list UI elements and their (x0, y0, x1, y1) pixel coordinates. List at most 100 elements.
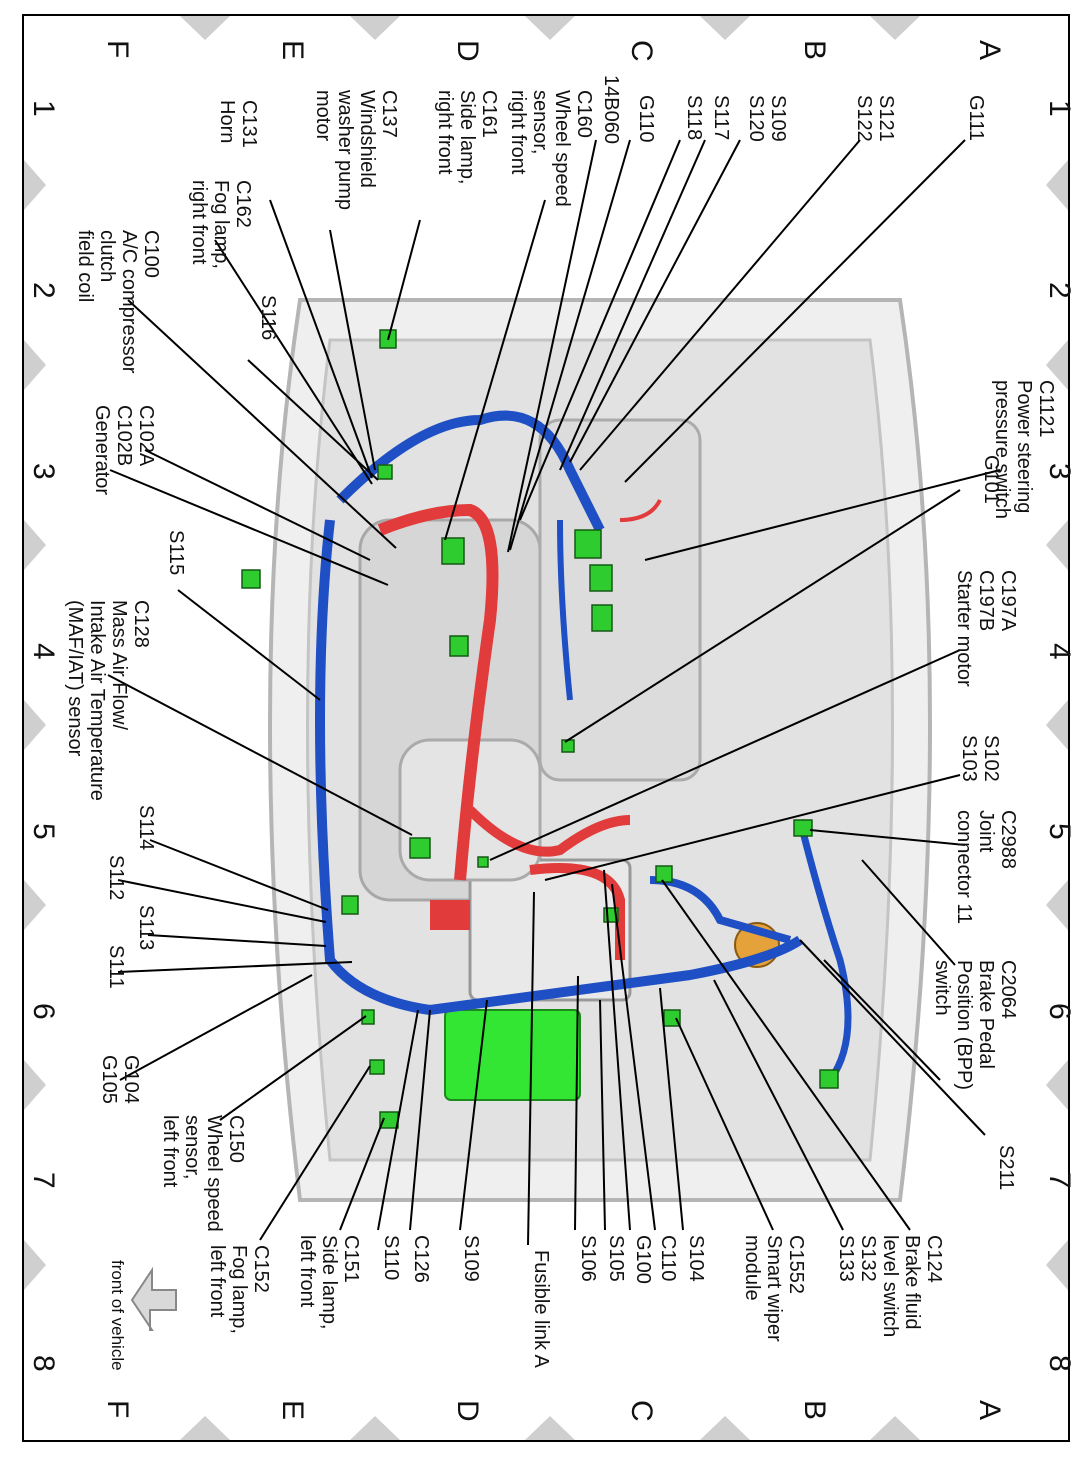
label-c150-line4: left front (159, 1115, 181, 1188)
grid-col-8-right: 8 (1043, 1355, 1076, 1372)
grid-row-e-bottom: E (276, 1400, 309, 1420)
label-s102: S102 (980, 735, 1002, 782)
label-c102b: C102B (113, 405, 135, 466)
grid-row-d-top: D (451, 40, 484, 62)
label-c152-line2: Fog lamp, (228, 1245, 250, 1334)
label-c161-line3: right front (434, 90, 456, 175)
grid-col-2-right: 2 (1043, 282, 1076, 299)
label-c1121-line2: Power steering (1013, 380, 1035, 513)
label-s105: S105 (605, 1235, 627, 1282)
label-c151: C151 (340, 1235, 362, 1283)
label-s106: S106 (577, 1235, 599, 1282)
grid-col-1-right: 1 (1043, 100, 1076, 117)
grid-row-c-bottom: C (625, 1400, 658, 1422)
label-c124: C124 (923, 1235, 945, 1283)
label-c151-line3: left front (296, 1235, 318, 1308)
leader-lines (107, 139, 1001, 1246)
label-c151-line2: Side lamp, (318, 1235, 340, 1330)
label-c197-starter: Starter motor (953, 570, 975, 687)
label-s112: S112 (105, 855, 127, 900)
battery (444, 1009, 581, 1101)
label-s109-bottom: S109 (460, 1235, 482, 1282)
grid-row-f-bottom: F (101, 1400, 134, 1418)
label-c150: C150 (225, 1115, 247, 1163)
label-c197a: C197A (997, 570, 1019, 632)
label-s114: S114 (135, 805, 157, 850)
grid-col-5-right: 5 (1043, 823, 1076, 840)
front-arrow-icon (130, 1266, 177, 1331)
label-c197b: C197B (975, 570, 997, 631)
label-c137-line2: Windshield (356, 90, 378, 188)
label-s118: S118 (683, 95, 705, 140)
label-s115: S115 (165, 530, 187, 575)
label-c162: C162 (232, 180, 254, 228)
label-c100-line3: clutch (96, 230, 118, 282)
label-c2064-line4: switch (931, 960, 953, 1016)
label-c2064: C2064 (997, 960, 1019, 1019)
label-c2988-line2: Joint (975, 810, 997, 853)
grid-col-1-left: 1 (27, 100, 60, 117)
label-s120: S120 (745, 95, 767, 142)
label-c110: C110 (657, 1235, 679, 1281)
label-g111: G111 (965, 95, 987, 141)
label-c100-line4: field coil (74, 230, 96, 302)
label-c1552: C1552 (785, 1235, 807, 1294)
border-markers (24, 16, 1068, 1440)
grid-col-6-right: 6 (1043, 1003, 1076, 1020)
label-c100: C100 (140, 230, 162, 278)
label-g105: G105 (98, 1055, 120, 1104)
label-s113: S113 (135, 905, 157, 950)
label-c2064-line2: Brake Pedal (975, 960, 997, 1069)
label-c2064-line3: Position (BPP) (953, 960, 975, 1090)
label-c1121-line3: pressure switch (991, 380, 1013, 519)
label-fusible-link-a: Fusible link A (530, 1250, 552, 1368)
grid-col-3-right: 3 (1043, 463, 1076, 480)
label-c137-line3: washer pump (334, 89, 356, 210)
label-c162-line3: right front (188, 180, 210, 265)
label-s109-top: S109 (767, 95, 789, 142)
label-c160-line2: Wheel speed (551, 90, 573, 207)
label-c137: C137 (378, 90, 400, 138)
grid-row-f-top: F (101, 40, 134, 58)
label-c162-line2: Fog lamp, (210, 180, 232, 269)
label-c1552-line2: Smart wiper (763, 1235, 785, 1342)
grid-row-c-top: C (625, 40, 658, 62)
label-c160: C160 (573, 90, 595, 138)
label-s116: S116 (257, 295, 279, 340)
grid-col-6-left: 6 (27, 1003, 60, 1020)
label-s133: S133 (835, 1235, 857, 1282)
grid-col-8-left: 8 (27, 1355, 60, 1372)
grid-col-4-left: 4 (27, 643, 60, 660)
label-c160-line4: right front (507, 90, 529, 175)
label-c128-line4: (MAF/IAT) sensor (64, 600, 86, 757)
label-s121: S121 (875, 95, 897, 142)
label-c1121: C1121 (1035, 380, 1057, 437)
callout-labels: G111 S121 S122 S109 S120 S117 S118 G110 … (64, 75, 1057, 1371)
intake-manifold (538, 418, 702, 782)
label-c131: C131 (238, 100, 260, 148)
label-s111: S111 (105, 945, 127, 989)
label-c161: C161 (478, 90, 500, 138)
fusible-link (430, 900, 470, 930)
grid-row-d-bottom: D (451, 1400, 484, 1422)
label-c102-generator: Generator (91, 405, 113, 495)
label-c128: C128 (130, 600, 152, 648)
label-c128-line3: Intake Air Temperature (86, 600, 108, 801)
label-c150-line2: Wheel speed (203, 1115, 225, 1232)
grid-col-3-left: 3 (27, 463, 60, 480)
label-g110: G110 (635, 95, 657, 142)
grid-row-e-top: E (276, 40, 309, 60)
label-g100: G100 (632, 1235, 654, 1284)
label-c128-line2: Mass Air Flow/ (108, 600, 130, 730)
grid-row-a-top: A (973, 40, 1006, 60)
label-s117: S117 (710, 95, 732, 140)
label-c2988-line3: connector 11 (953, 810, 975, 924)
label-c131-line2: Horn (216, 100, 238, 143)
label-c126: C126 (410, 1235, 432, 1283)
label-s132: S132 (857, 1235, 879, 1282)
grid-col-5-left: 5 (27, 823, 60, 840)
grid-row-b-bottom: B (798, 1400, 831, 1420)
label-s110: S110 (380, 1235, 402, 1280)
label-s122: S122 (853, 95, 875, 142)
